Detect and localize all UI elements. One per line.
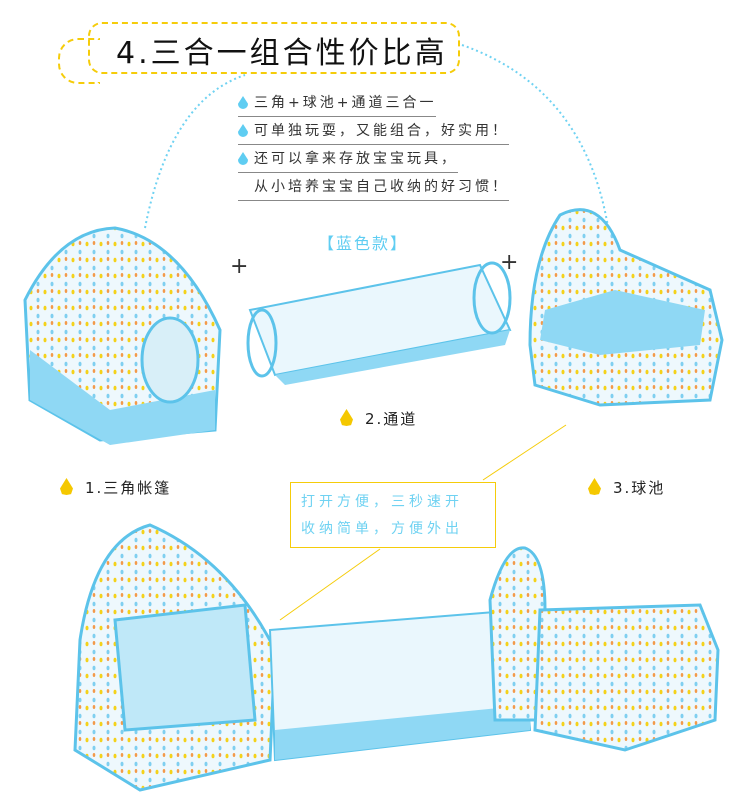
water-drop-icon xyxy=(238,152,248,165)
callout-box: 打开方便，三秒速开 收纳简单，方便外出 xyxy=(290,482,496,548)
connector-left xyxy=(144,74,246,229)
yellow-drop-icon xyxy=(588,478,601,495)
callout-line-1: 打开方便，三秒速开 xyxy=(301,494,463,510)
part-label-text: 3.球池 xyxy=(613,479,666,497)
feature-text: 还可以拿来存放宝宝玩具， xyxy=(254,151,458,167)
triangle-tent-image xyxy=(23,226,222,445)
feature-line: 还可以拿来存放宝宝玩具， xyxy=(238,146,458,173)
part-label-text: 2.通道 xyxy=(365,410,418,428)
feature-line: 三角+球池+通道三合一 xyxy=(238,90,437,117)
part-label-tunnel: 2.通道 xyxy=(340,408,417,429)
variant-label: 【蓝色款】 xyxy=(318,234,409,253)
feature-text: 可单独玩耍，又能组合，好实用！ xyxy=(254,123,509,139)
callout-line-2: 收纳简单，方便外出 xyxy=(301,521,463,537)
yellow-drop-icon xyxy=(60,478,73,495)
tunnel-image xyxy=(246,261,512,385)
feature-line: 从小培养宝宝自己收纳的好习惯！ xyxy=(238,174,509,201)
water-drop-icon xyxy=(238,96,248,109)
callout-line xyxy=(482,424,567,481)
combined-set-image xyxy=(73,523,720,792)
feature-text: 三角+球池+通道三合一 xyxy=(254,95,437,111)
connector-right xyxy=(461,44,611,241)
part-label-text: 1.三角帐篷 xyxy=(85,479,172,497)
feature-line: 可单独玩耍，又能组合，好实用！ xyxy=(238,118,509,145)
yellow-drop-icon xyxy=(340,409,353,426)
title-frame xyxy=(88,22,460,74)
plus-sign: + xyxy=(500,250,519,275)
title-frame-tail xyxy=(58,38,100,84)
water-drop-icon xyxy=(238,124,248,137)
part-label-tent: 1.三角帐篷 xyxy=(60,477,171,498)
ball-pool-image xyxy=(528,208,724,407)
page-title: 4.三合一组合性价比高 xyxy=(116,36,448,71)
part-label-pool: 3.球池 xyxy=(588,477,665,498)
feature-text: 从小培养宝宝自己收纳的好习惯！ xyxy=(254,179,509,195)
plus-sign: + xyxy=(230,254,249,279)
